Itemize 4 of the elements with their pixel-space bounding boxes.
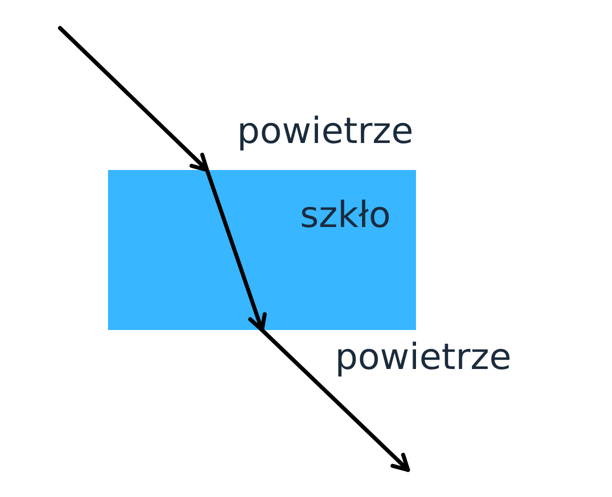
medium-label: szkło [300,198,391,234]
medium-label: powietrze [237,114,414,150]
glass-block [108,170,416,330]
medium-label: powietrze [335,340,512,376]
